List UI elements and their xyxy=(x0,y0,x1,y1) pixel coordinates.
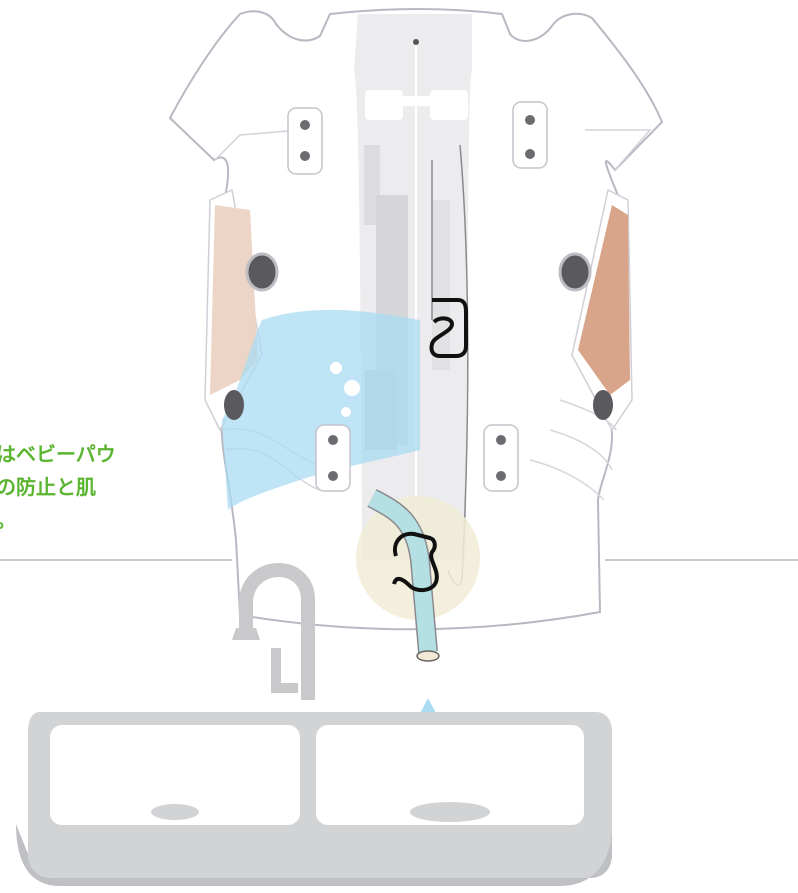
snap-tab-top-right xyxy=(513,102,547,168)
caption-line-1: はベビーパウ xyxy=(0,438,170,471)
caption-text: はベビーパウ の防止と肌 。 xyxy=(0,438,170,537)
spine-panel xyxy=(354,14,472,560)
snap-tab-bottom-right xyxy=(484,425,518,491)
caption-line-3: 。 xyxy=(0,504,170,537)
snap-tab-top-left xyxy=(288,108,322,174)
sink-icon xyxy=(16,712,612,886)
caption-line-2: の防止と肌 xyxy=(0,471,170,504)
snap-tab-bottom-left xyxy=(316,425,350,491)
